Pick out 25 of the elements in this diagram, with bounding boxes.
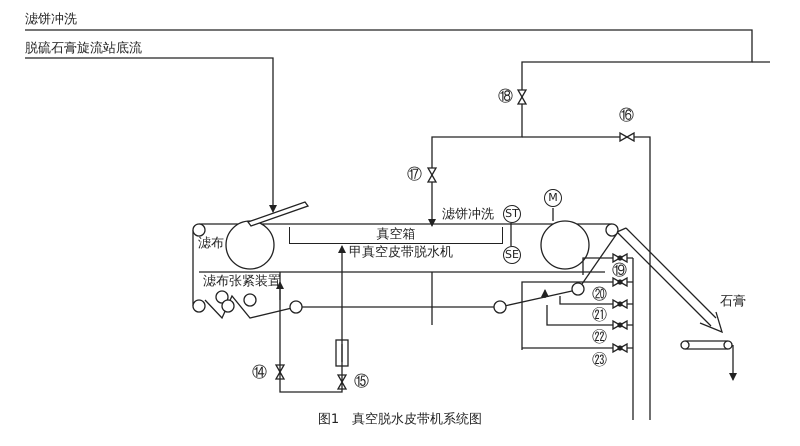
instrument-line bbox=[510, 223, 512, 246]
stream-label: 脱硫石膏旋流站底流 bbox=[25, 41, 142, 56]
arrow bbox=[25, 29, 753, 227]
callout-number: ⑲ bbox=[612, 262, 627, 278]
product-label: 石膏 bbox=[720, 294, 746, 309]
callout-number: ⑮ bbox=[354, 373, 369, 389]
stream-label: 滤饼冲洗 bbox=[442, 207, 494, 222]
caption: 图1 真空脱水皮带机系统图 bbox=[318, 412, 482, 427]
part-label: 滤布 bbox=[198, 236, 224, 251]
callout-number: ⑰ bbox=[407, 166, 422, 182]
feed-distributor bbox=[246, 201, 310, 227]
callout-number: ⑯ bbox=[619, 107, 634, 123]
arrow bbox=[25, 57, 277, 213]
stream-label: 滤饼冲洗 bbox=[25, 12, 77, 27]
instrument-circle: ST bbox=[503, 205, 521, 223]
part-label: 滤布张紧装置 bbox=[203, 274, 281, 289]
callout-number: ⑭ bbox=[252, 364, 267, 380]
instrument-circle: SE bbox=[503, 246, 521, 264]
callout-number: ㉒ bbox=[592, 329, 607, 345]
callout-number: ㉑ bbox=[592, 307, 607, 323]
motor-symbol: M bbox=[544, 189, 562, 207]
machine-label: 甲真空皮带脱水机 bbox=[349, 245, 453, 260]
callout-number: ⑳ bbox=[592, 286, 607, 302]
callout-number: ㉓ bbox=[592, 352, 607, 368]
callout-number: ⑱ bbox=[498, 88, 513, 104]
